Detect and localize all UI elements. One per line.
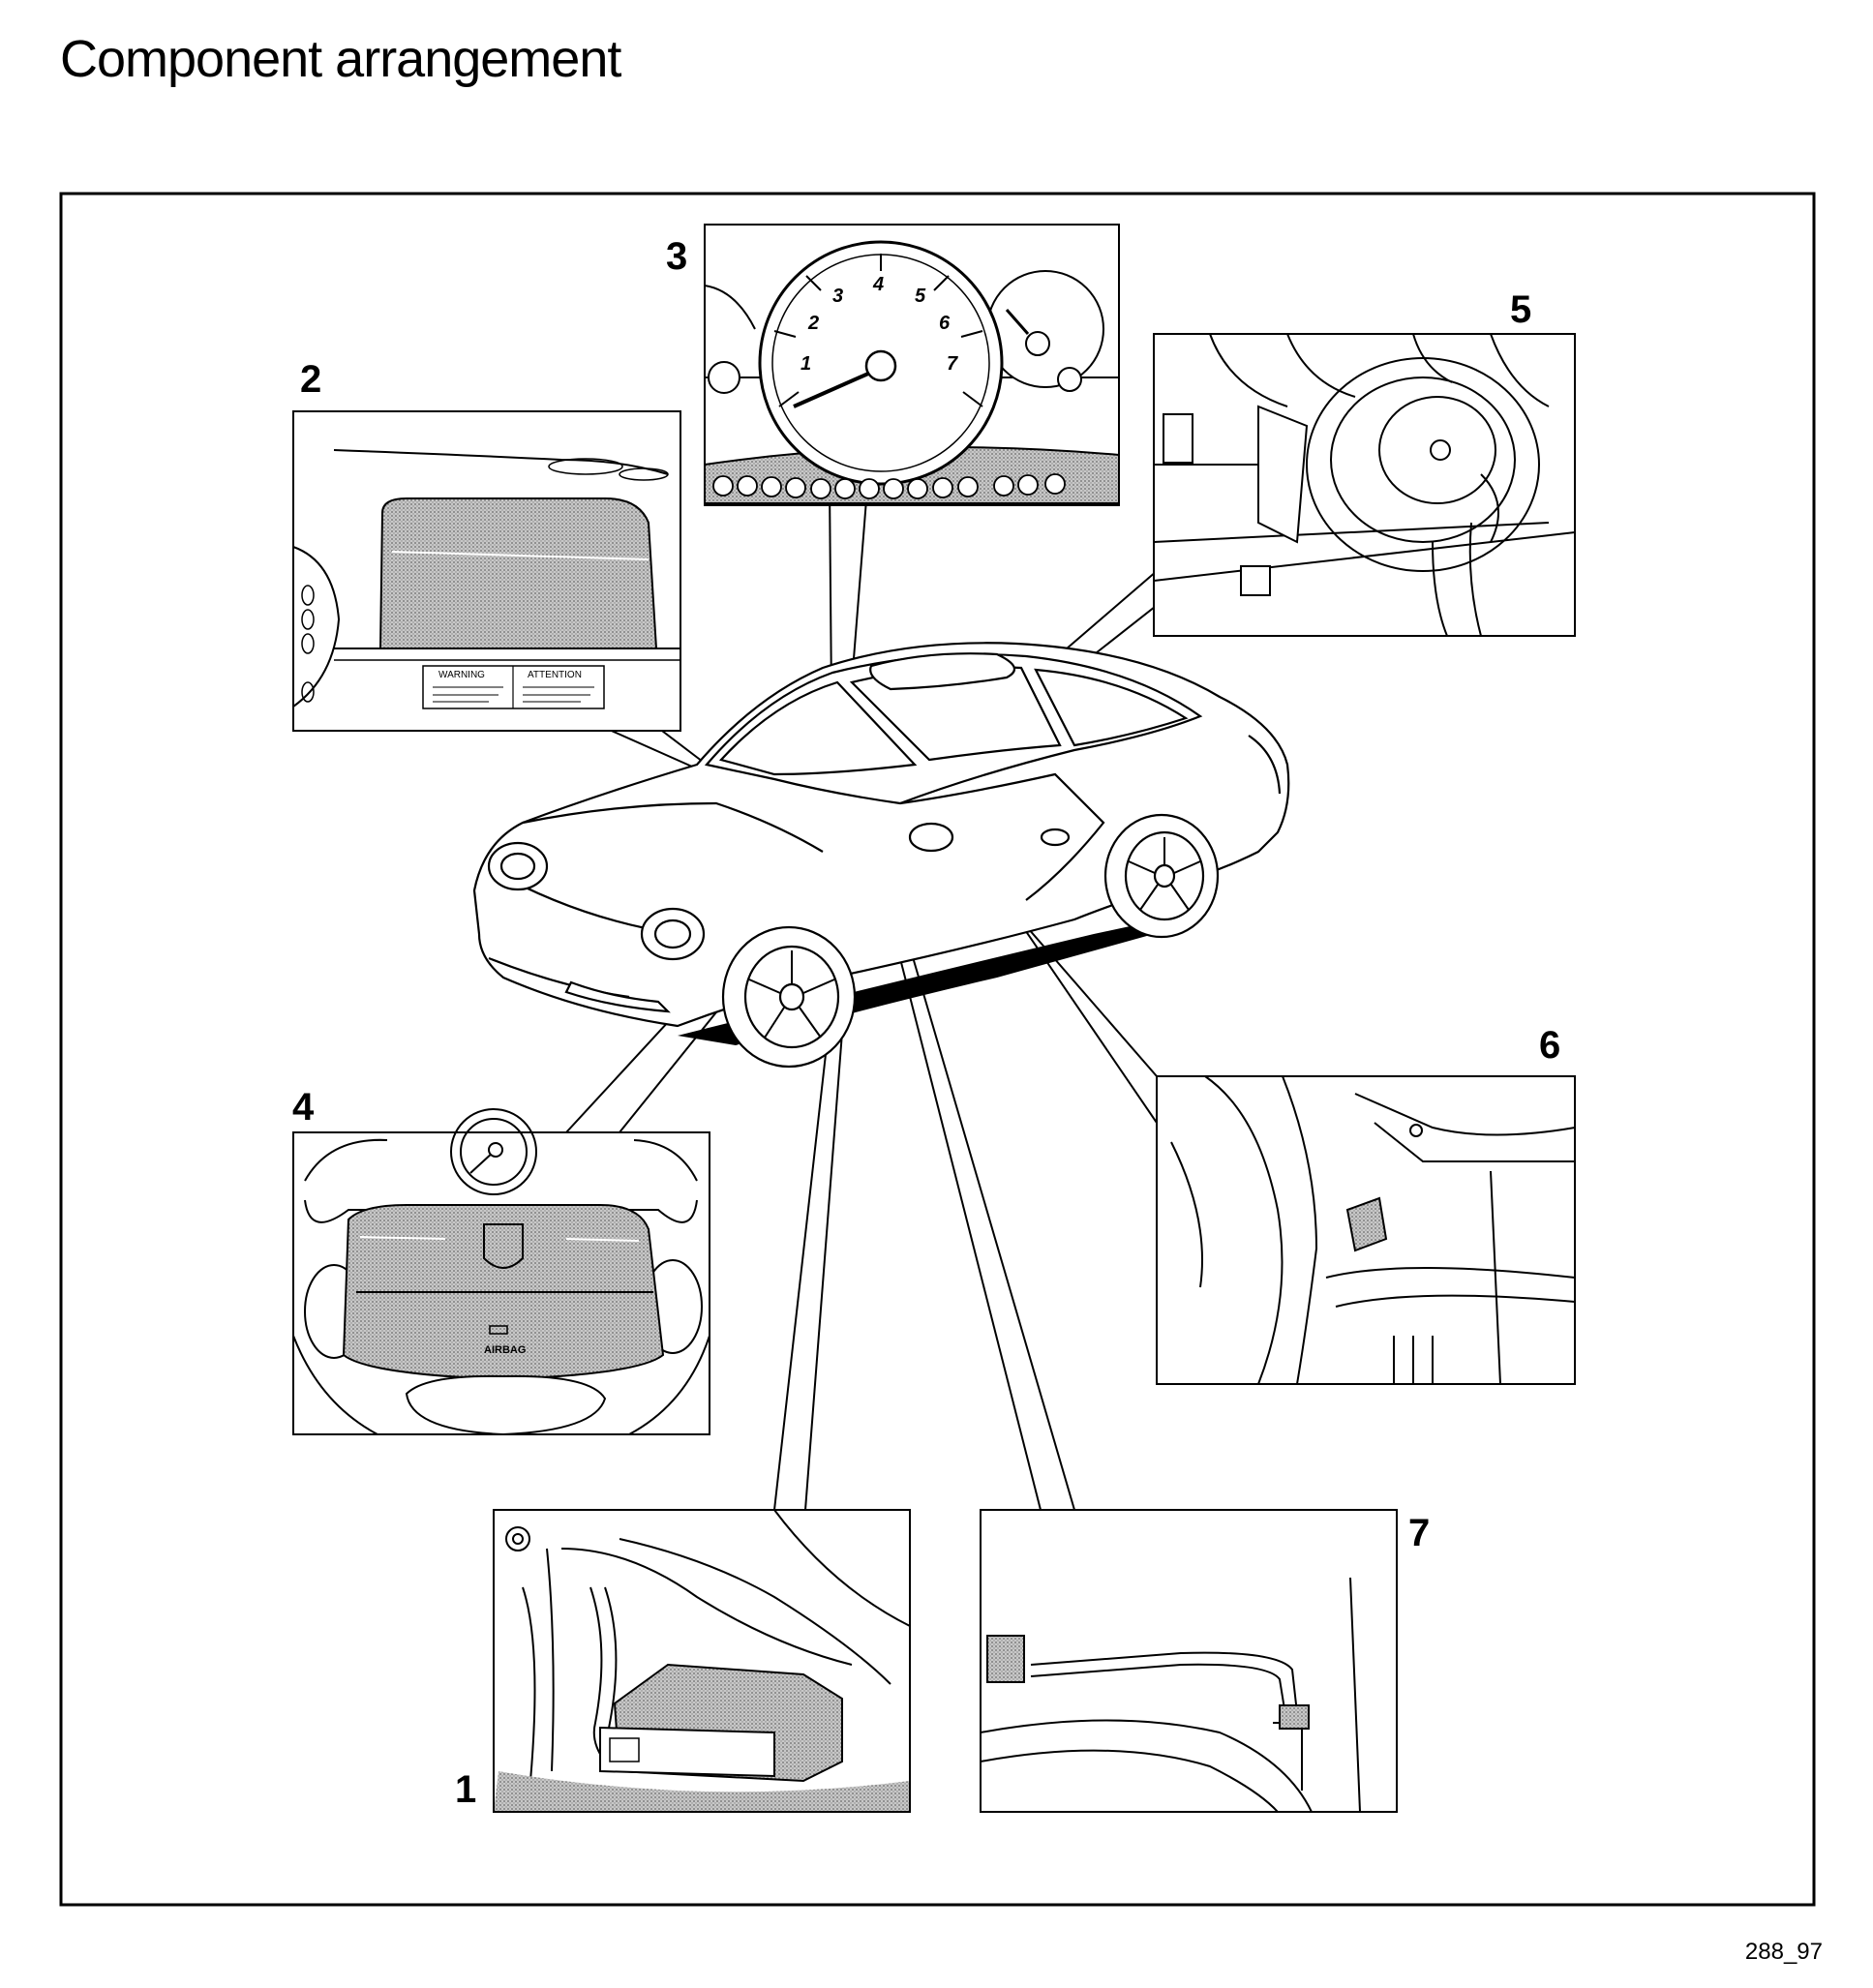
inset-2-passenger-airbag: WARNING ATTENTION 2	[292, 358, 681, 732]
callout-5: 5	[1510, 288, 1531, 331]
inset-7-side-airbag-sensor: 7	[980, 1509, 1430, 1813]
callout-2: 2	[300, 358, 321, 401]
tach-5: 5	[915, 286, 926, 307]
tach-7: 7	[947, 353, 958, 375]
outer-frame	[59, 192, 1816, 1907]
tach-6: 6	[939, 313, 951, 334]
callout-4: 4	[292, 1086, 315, 1129]
airbag-label: AIRBAG	[484, 1344, 526, 1356]
tach-2: 2	[807, 313, 819, 334]
inset-3-instrument-cluster: 1 2 3 4 5 6 7 3	[666, 224, 1120, 506]
figure-reference: 288_97	[1744, 1939, 1823, 1965]
callout-7: 7	[1408, 1512, 1430, 1554]
tach-1: 1	[801, 353, 811, 375]
callout-3: 3	[666, 235, 687, 278]
tach-3: 3	[832, 286, 843, 307]
warning-label: WARNING	[438, 670, 485, 680]
callout-6: 6	[1539, 1024, 1560, 1067]
inset-5-steering-column: 5	[1153, 288, 1576, 637]
callout-1: 1	[455, 1768, 476, 1811]
page-title: Component arrangement	[60, 30, 621, 88]
car-illustration	[472, 642, 1290, 1069]
inset-6-seat-belt-tensioner: 6	[1156, 1024, 1576, 1385]
tach-4: 4	[872, 274, 884, 295]
inset-4-driver-airbag: AIRBAG 4	[292, 1086, 710, 1436]
attention-label: ATTENTION	[528, 670, 582, 680]
inset-1-airbag-control-unit: 1	[455, 1509, 911, 1813]
